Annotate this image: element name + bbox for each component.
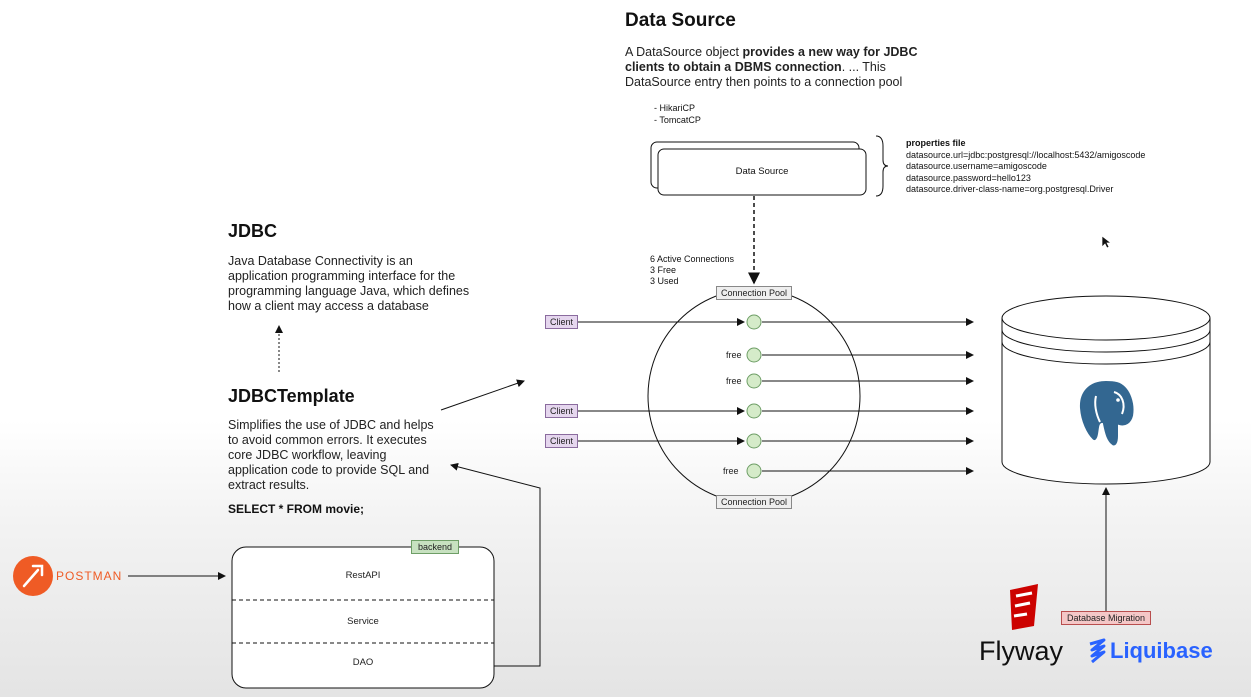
postgresql-elephant-icon: [1077, 378, 1136, 448]
pool-stat: 3 Used: [650, 276, 679, 286]
jdbctemplate-title: JDBCTemplate: [228, 386, 355, 406]
properties-line: datasource.url=jdbc:postgresql://localho…: [906, 149, 1146, 160]
sql-query: SELECT * FROM movie;: [228, 502, 365, 516]
datasource-description: A DataSource object provides a new way f…: [625, 45, 925, 90]
layer-dao: DAO: [352, 657, 374, 668]
connection-pool-label-bottom: Connection Pool: [716, 495, 793, 509]
free-label: free: [723, 466, 739, 476]
list-item: - TomcatCP: [654, 115, 701, 125]
pool-stats: 6 Active Connections 3 Free 3 Used: [650, 254, 734, 287]
backend-box: [231, 546, 495, 689]
datasource-box-front: [657, 148, 867, 196]
backend-tag: backend: [411, 540, 460, 554]
list-item: - HikariCP: [654, 103, 696, 113]
connection-pool-label-top: Connection Pool: [716, 286, 793, 300]
postman-logo-icon: [13, 556, 53, 596]
connection-node: [746, 433, 762, 449]
free-label: free: [726, 350, 742, 360]
client-tag: Client: [545, 434, 579, 448]
datasource-title: Data Source: [625, 10, 736, 31]
flyway-logo-icon: [1010, 584, 1038, 630]
datasource-desc-part1: A DataSource object: [625, 45, 743, 59]
connection-node: [746, 463, 762, 479]
properties-line: datasource.driver-class-name=org.postgre…: [906, 184, 1114, 194]
liquibase-label: Liquibase: [1110, 638, 1213, 663]
pool-stat: 6 Active Connections: [650, 254, 735, 264]
properties-line: datasource.password=hello123: [906, 172, 1031, 183]
properties-file: properties file datasource.url=jdbc:post…: [906, 138, 1145, 196]
connection-node: [746, 314, 762, 330]
properties-heading: properties file: [906, 138, 966, 148]
layer-service: Service: [347, 616, 379, 627]
connection-node: [746, 347, 762, 363]
datasource-desc-bold: provides a new way for JDBC clients to o…: [625, 45, 918, 74]
pool-stat: 3 Free: [650, 265, 677, 275]
connection-node: [746, 373, 762, 389]
properties-brace: [875, 135, 889, 197]
datasource-box-label: Data Source: [735, 166, 789, 177]
dao-to-template-arrow: [450, 462, 541, 667]
mouse-cursor-icon: [1101, 235, 1113, 249]
connection-node: [746, 403, 762, 419]
properties-line: datasource.username=amigoscode: [906, 161, 1047, 171]
pool-implementations-list: - HikariCP - TomcatCP: [654, 102, 701, 126]
liquibase-icon: [1089, 638, 1106, 664]
layer-restapi: RestAPI: [345, 570, 381, 581]
jdbc-title: JDBC: [228, 221, 278, 241]
datasource-desc-part2: . ... This DataSource entry then points …: [625, 60, 903, 89]
jdbctemplate-description: Simplifies the use of JDBC and helps to …: [228, 418, 434, 492]
database-migration-tag: Database Migration: [1061, 611, 1152, 625]
flyway-label: Flyway: [979, 636, 1064, 666]
free-label: free: [726, 376, 742, 386]
postman-label: POSTMAN: [56, 569, 123, 583]
template-to-pool-arrow: [440, 379, 525, 411]
client-tag: Client: [545, 315, 579, 329]
jdbc-description: Java Database Connectivity is an applica…: [228, 254, 470, 313]
client-tag: Client: [545, 404, 579, 418]
